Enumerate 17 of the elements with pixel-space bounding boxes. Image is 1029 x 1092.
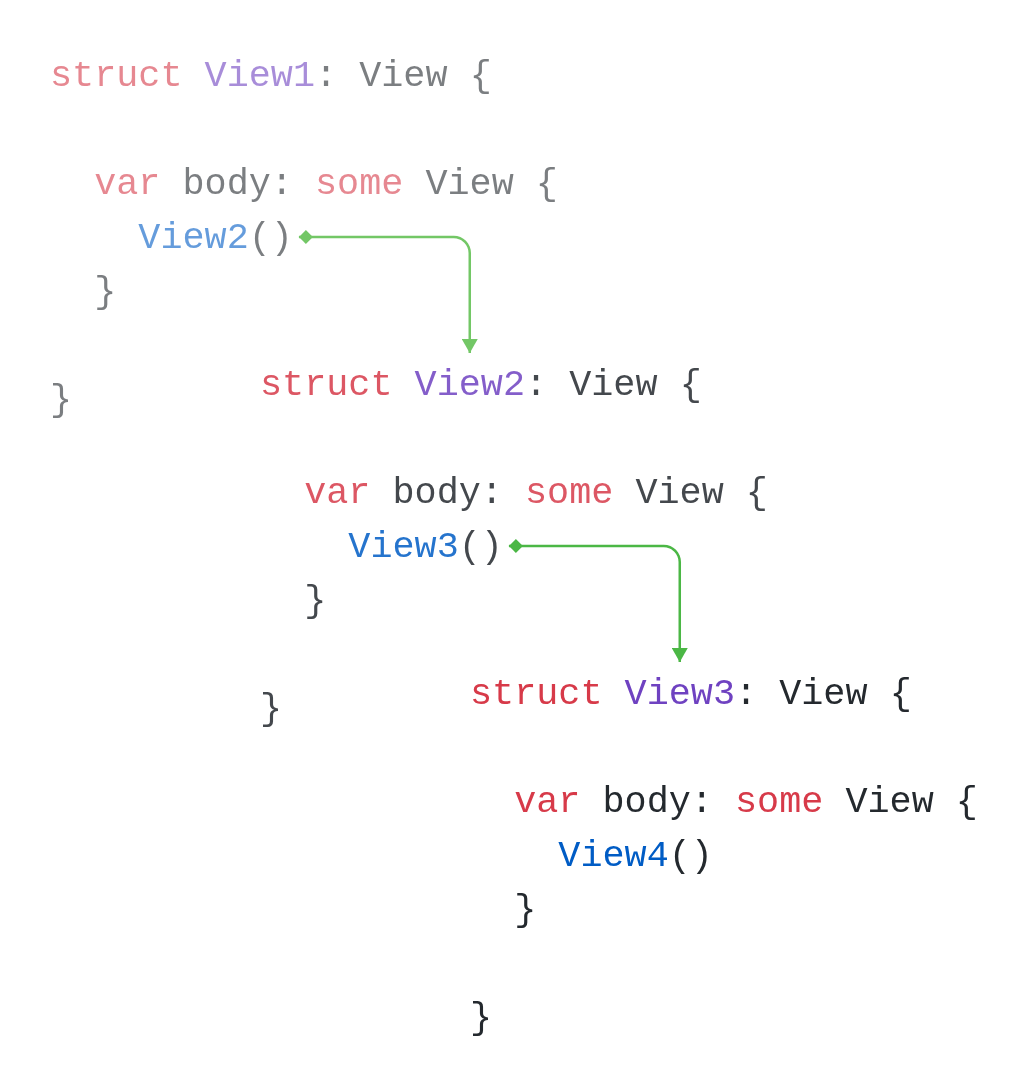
code-line: var body: some View { (514, 782, 978, 822)
code-line: } (94, 272, 117, 312)
code-line: struct View3: View { (470, 662, 912, 714)
code-line: View2() (138, 218, 299, 258)
connector-arrow (298, 230, 478, 353)
code-line: struct View2: View { (260, 353, 702, 405)
connector-arrow (508, 539, 688, 662)
code-line: } (514, 890, 537, 930)
code-line: struct View1: View { (50, 56, 492, 96)
code-line: View3() (348, 527, 509, 567)
code-line: } (260, 689, 283, 729)
code-line: var body: some View { (304, 473, 768, 513)
code-line: } (50, 380, 73, 420)
code-line: var body: some View { (94, 164, 558, 204)
code-line: } (470, 998, 493, 1038)
code-line: View4() (558, 836, 713, 876)
code-line: } (304, 581, 327, 621)
